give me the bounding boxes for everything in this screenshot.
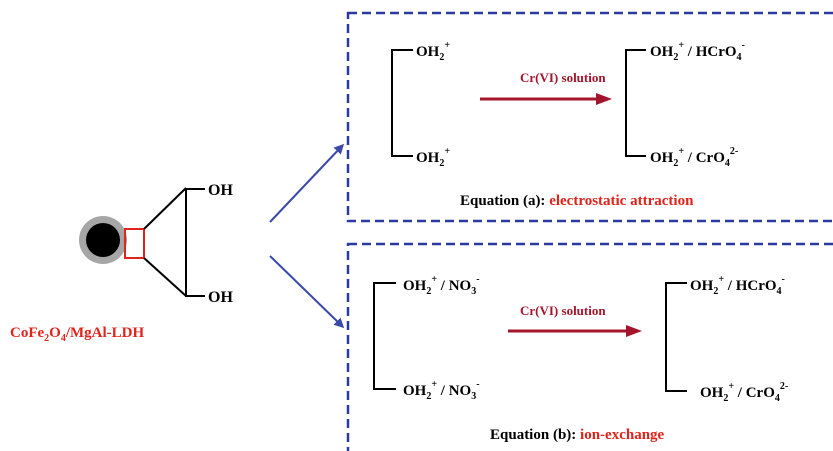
pointer-arrow-to-b [269, 255, 345, 329]
equation-b-right-bracket [665, 282, 687, 392]
equation-a-mechanism: electrostatic attraction [549, 193, 694, 209]
equation-b-caption: Equation (b): ion-exchange [490, 427, 665, 443]
surface-highlight-box [124, 228, 145, 259]
equation-b-mechanism: ion-exchange [580, 427, 665, 443]
equation-b-right-top: OH2+ / HCrO4- [690, 274, 785, 297]
equation-a-right-bottom: OH2+ / CrO42- [650, 146, 738, 169]
equation-b-right-bottom: OH2+ / CrO42- [700, 381, 788, 404]
equation-b-panel: OH2+ / NO3- OH2+ / NO3- Cr(VI) solution … [346, 242, 833, 451]
equation-b-arrow-label: Cr(VI) solution [520, 303, 606, 318]
equation-a-caption: Equation (a): electrostatic attraction [460, 193, 694, 209]
nanoparticle: OH OH CoFe2O4/MgAl-LDH [10, 182, 233, 344]
equation-b-left-bottom: OH2+ / NO3- [403, 379, 480, 402]
surface-line-bottom [143, 257, 187, 297]
equation-a-arrow-label: Cr(VI) solution [520, 70, 606, 85]
equation-b-border [346, 242, 833, 451]
equation-a-reaction-arrowhead [596, 93, 612, 105]
equation-a-border [346, 11, 833, 223]
equation-a-panel: OH2+ OH2+ Cr(VI) solution OH2+ / HCrO4- … [346, 11, 833, 223]
equation-a-left-top: OH2+ [416, 40, 450, 63]
equation-a-left-bracket [391, 49, 413, 157]
equation-a-right-top: OH2+ / HCrO4- [650, 40, 745, 63]
pointer-arrow-to-a [269, 143, 345, 223]
surface-line-top [143, 187, 187, 230]
equation-a-right-bracket [625, 49, 646, 157]
equation-b-reaction-arrowhead [626, 325, 642, 337]
particle-core [86, 223, 120, 257]
equation-a-left-bottom: OH2+ [416, 146, 450, 169]
equation-b-left-top: OH2+ / NO3- [403, 274, 480, 297]
equation-b-left-bracket [373, 282, 396, 390]
hydroxyl-top-label: OH [208, 182, 233, 199]
hydroxyl-bottom-label: OH [208, 289, 233, 306]
material-label: CoFe2O4/MgAl-LDH [10, 325, 144, 344]
surface-bracket [185, 188, 205, 297]
